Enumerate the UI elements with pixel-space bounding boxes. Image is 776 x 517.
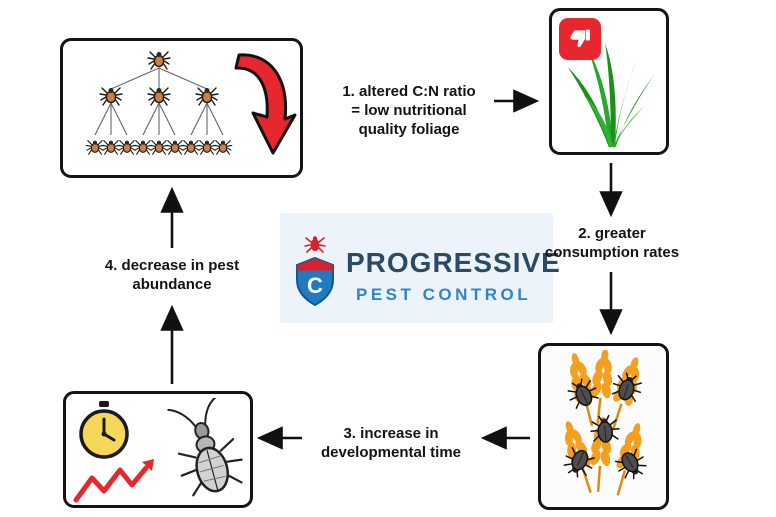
logo-bug-icon: C [296, 236, 334, 307]
developmental-time-panel [63, 391, 253, 508]
logo-shield-letter: C [307, 273, 323, 298]
plants-icon [567, 43, 655, 148]
logo-title: PROGRESSIVE [346, 247, 561, 278]
step1-line-3: quality foliage [358, 121, 460, 138]
step3-label: 3. increase in developmental time [311, 424, 471, 462]
step3-line-1: 3. increase in [343, 425, 439, 442]
clock-icon [79, 401, 129, 459]
pest-tree-panel [60, 38, 303, 178]
step2-label: 2. greater consumption rates [536, 224, 688, 262]
step1-line-1: 1. altered C:N ratio [342, 83, 476, 100]
step4-line-1: 4. decrease in pest [104, 257, 240, 274]
weevil-icon [167, 398, 243, 497]
decline-arrow-icon [234, 53, 297, 155]
thumbs-down-icon [559, 18, 601, 60]
beetles-on-wheat-icon [555, 350, 651, 500]
beetles-panel [538, 343, 669, 510]
pest-population-tree-icon [85, 51, 233, 155]
logo-subtitle: PEST CONTROL [356, 285, 532, 304]
step4-label: 4. decrease in pest abundance [92, 256, 252, 294]
step2-line-1: 2. greater [578, 225, 646, 242]
step1-line-2: = low nutritional [351, 102, 467, 119]
logo-shield-icon: C [296, 256, 334, 307]
rising-zigzag-arrow-icon [73, 459, 154, 503]
step1-label: 1. altered C:N ratio = low nutritional q… [328, 82, 490, 139]
step2-line-2: consumption rates [544, 244, 680, 261]
step4-line-2: abundance [132, 276, 212, 293]
foliage-panel [549, 8, 669, 155]
step3-line-2: developmental time [320, 444, 462, 461]
